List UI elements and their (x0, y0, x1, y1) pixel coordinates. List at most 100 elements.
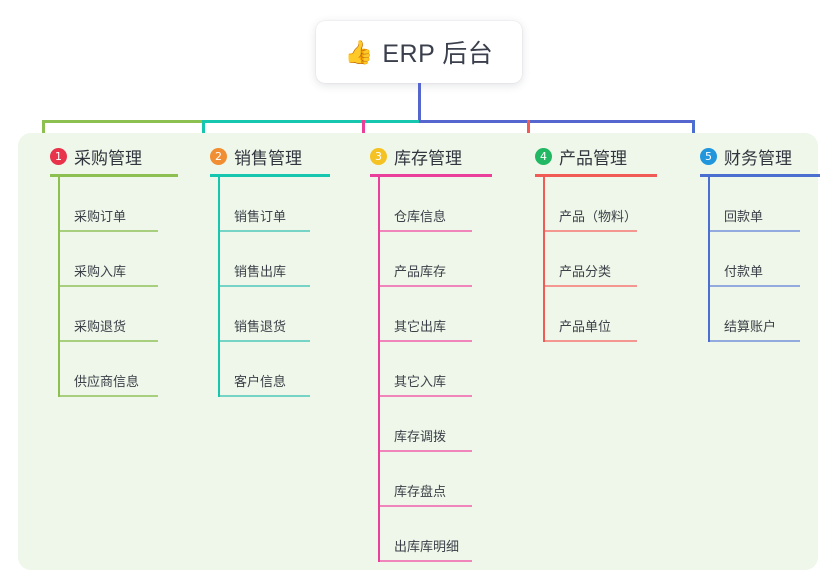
branch-rule-3 (370, 174, 492, 177)
branch-badge-2: 2 (210, 148, 227, 165)
leaf-label: 库存调拨 (394, 429, 447, 444)
leaf-rule (218, 285, 310, 287)
drop-stub-5 (692, 120, 695, 145)
branch-rule-1 (50, 174, 178, 177)
bus-segment-2 (202, 120, 419, 123)
leaf-rule (543, 230, 637, 232)
leaf-label: 其它出库 (394, 319, 447, 334)
branch-header-2[interactable]: 2 销售管理 (210, 144, 302, 169)
branch-header-1[interactable]: 1 采购管理 (50, 144, 142, 169)
leaf-label: 产品（物料） (559, 209, 638, 224)
branch-title-4: 产品管理 (559, 149, 627, 168)
leaf-node[interactable]: 结算账户 (708, 287, 800, 342)
branch-header-3[interactable]: 3 库存管理 (370, 144, 462, 169)
branch-title-3: 库存管理 (394, 149, 462, 168)
leaf-label: 其它入库 (394, 374, 447, 389)
leaf-node[interactable]: 采购退货 (58, 287, 158, 342)
branch-badge-5: 5 (700, 148, 717, 165)
leaf-node[interactable]: 产品库存 (378, 232, 472, 287)
leaf-rule (58, 395, 158, 397)
leaf-rule (218, 230, 310, 232)
branch-title-2: 销售管理 (234, 149, 302, 168)
leaf-label: 回款单 (724, 209, 764, 224)
drop-stub-1 (42, 120, 45, 145)
leaf-label: 付款单 (724, 264, 764, 279)
leaf-label: 结算账户 (724, 319, 777, 334)
leaf-rule (378, 505, 472, 507)
branch-header-5[interactable]: 5 财务管理 (700, 144, 792, 169)
leaf-label: 销售出库 (234, 264, 287, 279)
leaf-rule (58, 230, 158, 232)
leaf-label: 供应商信息 (74, 374, 140, 389)
leaf-node[interactable]: 销售订单 (218, 177, 310, 232)
branch-spine-2 (218, 174, 220, 397)
drop-stub-2 (202, 120, 205, 145)
leaf-rule (378, 285, 472, 287)
leaf-label: 库存盘点 (394, 484, 447, 499)
leaf-node[interactable]: 供应商信息 (58, 342, 158, 397)
leaf-node[interactable]: 仓库信息 (378, 177, 472, 232)
branch-badge-1: 1 (50, 148, 67, 165)
leaf-rule (708, 285, 800, 287)
leaf-rule (543, 340, 637, 342)
leaf-node[interactable]: 产品（物料） (543, 177, 637, 232)
leaf-label: 产品分类 (559, 264, 612, 279)
branch-badge-4: 4 (535, 148, 552, 165)
leaf-rule (378, 395, 472, 397)
drop-stub-4 (527, 120, 530, 145)
branch-header-4[interactable]: 4 产品管理 (535, 144, 627, 169)
leaf-node[interactable]: 采购订单 (58, 177, 158, 232)
leaf-rule (378, 560, 472, 562)
branch-spine-3 (378, 174, 380, 562)
branch-rule-2 (210, 174, 330, 177)
leaf-node[interactable]: 其它入库 (378, 342, 472, 397)
leaf-label: 产品库存 (394, 264, 447, 279)
bus-segment-3 (419, 120, 695, 123)
leaf-node[interactable]: 回款单 (708, 177, 800, 232)
leaf-node[interactable]: 产品单位 (543, 287, 637, 342)
leaf-node[interactable]: 库存调拨 (378, 397, 472, 452)
bus-segment-1 (42, 120, 202, 123)
leaf-label: 销售退货 (234, 319, 287, 334)
leaf-rule (708, 340, 800, 342)
leaf-rule (58, 285, 158, 287)
drop-stub-3 (362, 120, 365, 145)
leaf-node[interactable]: 其它出库 (378, 287, 472, 342)
root-title: ERP 后台 (382, 40, 494, 68)
leaf-rule (543, 285, 637, 287)
branch-spine-5 (708, 174, 710, 342)
leaf-rule (218, 340, 310, 342)
leaf-label: 产品单位 (559, 319, 612, 334)
leaf-rule (218, 395, 310, 397)
leaf-label: 采购入库 (74, 264, 127, 279)
root-stem-line (418, 83, 421, 123)
leaf-node[interactable]: 付款单 (708, 232, 800, 287)
branch-rule-4 (535, 174, 657, 177)
leaf-node[interactable]: 采购入库 (58, 232, 158, 287)
leaf-rule (58, 340, 158, 342)
thumbs-up-icon: 👍 (344, 38, 374, 65)
leaf-rule (378, 230, 472, 232)
leaf-rule (708, 230, 800, 232)
root-node[interactable]: 👍 ERP 后台 (316, 21, 522, 83)
leaf-node[interactable]: 销售退货 (218, 287, 310, 342)
leaf-rule (378, 450, 472, 452)
leaf-node[interactable]: 销售出库 (218, 232, 310, 287)
leaf-node[interactable]: 出库库明细 (378, 507, 472, 562)
leaf-label: 出库库明细 (394, 539, 460, 554)
leaf-rule (378, 340, 472, 342)
branch-spine-1 (58, 174, 60, 397)
leaf-label: 销售订单 (234, 209, 287, 224)
branch-rule-5 (700, 174, 820, 177)
branch-title-1: 采购管理 (74, 149, 142, 168)
branch-title-5: 财务管理 (724, 149, 792, 168)
branches-panel: 1 采购管理采购订单采购入库采购退货供应商信息 2 销售管理销售订单销售出库销售退货客… (18, 133, 820, 570)
leaf-label: 客户信息 (234, 374, 287, 389)
leaf-node[interactable]: 库存盘点 (378, 452, 472, 507)
branch-badge-3: 3 (370, 148, 387, 165)
leaf-node[interactable]: 客户信息 (218, 342, 310, 397)
branch-spine-4 (543, 174, 545, 342)
leaf-label: 仓库信息 (394, 209, 447, 224)
leaf-node[interactable]: 产品分类 (543, 232, 637, 287)
